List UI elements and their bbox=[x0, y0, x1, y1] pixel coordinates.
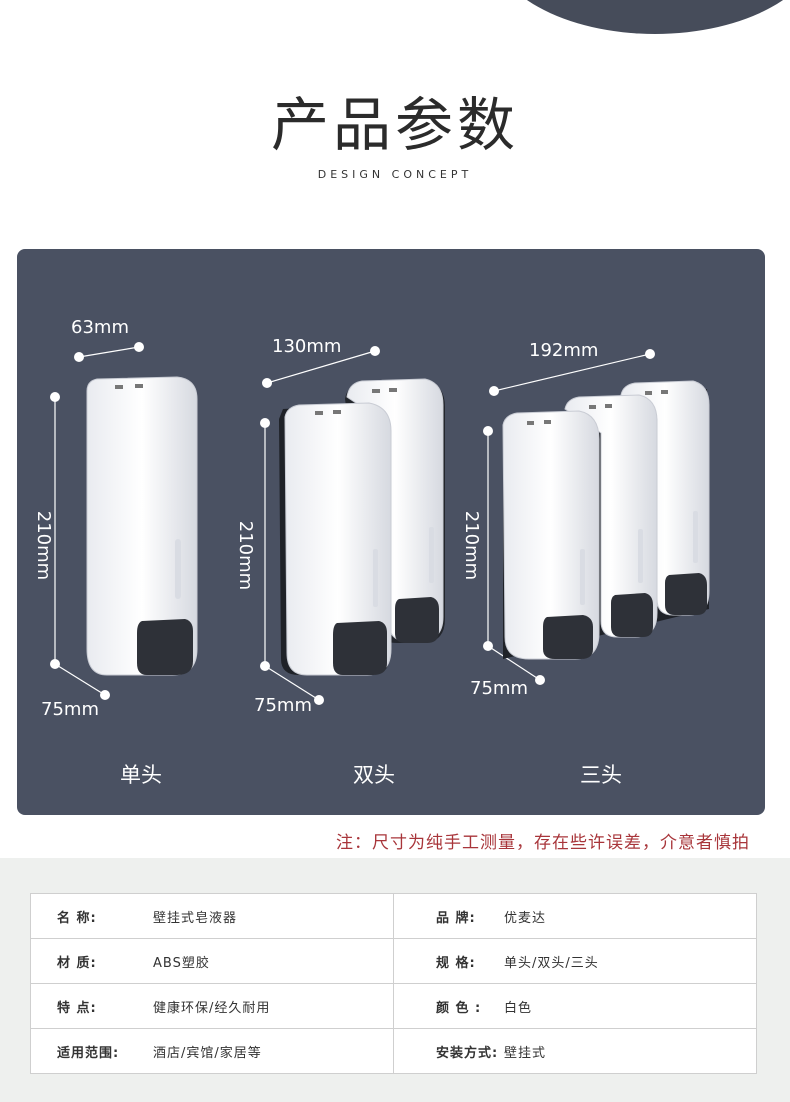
table-row: 适用范围: 酒店/宾馆/家居等 安装方式: 壁挂式 bbox=[30, 1028, 757, 1074]
spec-value: 单头/双头/三头 bbox=[504, 938, 757, 984]
single-width-label: 63mm bbox=[71, 317, 129, 338]
spec-value: ABS塑胶 bbox=[145, 938, 394, 984]
spec-key: 名 称: bbox=[30, 893, 145, 939]
single-dispenser bbox=[50, 342, 198, 700]
spec-value: 酒店/宾馆/家居等 bbox=[145, 1028, 394, 1074]
double-depth-label: 75mm bbox=[254, 695, 312, 716]
table-row: 材 质: ABS塑胶 规 格: 单头/双头/三头 bbox=[30, 938, 757, 984]
double-dispenser bbox=[260, 346, 445, 705]
double-height-label: 210mm bbox=[235, 520, 257, 591]
triple-variant-label: 三头 bbox=[580, 763, 622, 787]
spec-key: 特 点: bbox=[30, 983, 145, 1029]
spec-key: 适用范围: bbox=[30, 1028, 145, 1074]
double-width-label: 130mm bbox=[272, 336, 342, 357]
spec-table: 名 称: 壁挂式皂液器 品 牌: 优麦达 材 质: ABS塑胶 规 格: 单头/… bbox=[30, 893, 757, 1074]
dispenser-illustrations bbox=[50, 342, 710, 705]
triple-dispenser bbox=[483, 349, 710, 685]
spec-value: 优麦达 bbox=[504, 893, 757, 939]
triple-height-label: 210mm bbox=[461, 510, 483, 581]
spec-value: 壁挂式皂液器 bbox=[145, 893, 394, 939]
single-variant-label: 单头 bbox=[120, 763, 162, 787]
table-row: 名 称: 壁挂式皂液器 品 牌: 优麦达 bbox=[30, 893, 757, 939]
measurement-note: 注：尺寸为纯手工测量，存在些许误差，介意者慎拍 bbox=[336, 833, 750, 853]
spec-key: 材 质: bbox=[30, 938, 145, 984]
decorative-arc bbox=[490, 0, 790, 34]
triple-depth-label: 75mm bbox=[470, 678, 528, 699]
double-variant-label: 双头 bbox=[353, 763, 395, 787]
page-subtitle: DESIGN CONCEPT bbox=[317, 168, 473, 181]
spec-key: 安装方式: bbox=[393, 1028, 504, 1074]
spec-value: 健康环保/经久耐用 bbox=[145, 983, 394, 1029]
table-row: 特 点: 健康环保/经久耐用 颜 色 : 白色 bbox=[30, 983, 757, 1029]
spec-key: 品 牌: bbox=[393, 893, 504, 939]
product-dimensions-panel: 63mm 210mm 75mm 单头 130mm 210mm 75mm 双头 1… bbox=[17, 249, 765, 815]
spec-value: 白色 bbox=[504, 983, 757, 1029]
single-height-label: 210mm bbox=[33, 510, 55, 581]
spec-key: 规 格: bbox=[393, 938, 504, 984]
page-title: 产品参数 bbox=[270, 91, 519, 159]
spec-value: 壁挂式 bbox=[504, 1028, 757, 1074]
spec-key: 颜 色 : bbox=[393, 983, 504, 1029]
triple-width-label: 192mm bbox=[529, 340, 599, 361]
single-depth-label: 75mm bbox=[41, 699, 99, 720]
